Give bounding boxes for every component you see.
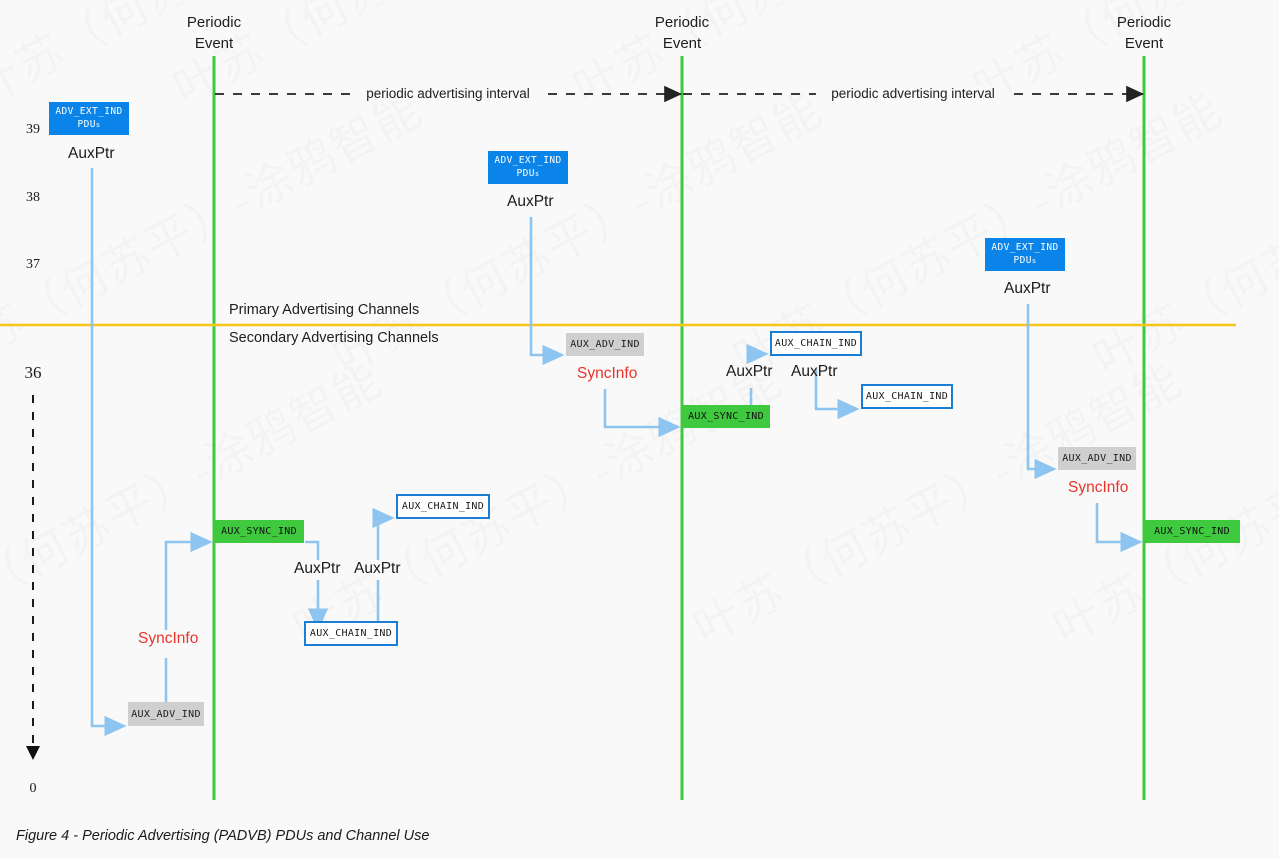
pdu-box-sublabel: PDUs — [1013, 254, 1037, 266]
annotation-syncinfo-3: SyncInfo — [1068, 479, 1129, 496]
periodic-event-label-line1: Periodic — [654, 14, 710, 31]
pdu-box-aux-adv-3[interactable]: AUX_ADV_IND — [1058, 446, 1136, 470]
channel-axis-tick-39: 39 — [26, 122, 40, 137]
pdu-box-label: AUX_CHAIN_IND — [774, 337, 858, 349]
connector-auxptr5-to-chain2 — [372, 507, 395, 560]
figure-caption: Figure 4 - Periodic Advertising (PADVB) … — [16, 828, 430, 844]
annotation-auxptr-1: AuxPtr — [68, 145, 115, 162]
pdu-box-aux-adv-1[interactable]: AUX_ADV_IND — [128, 702, 204, 726]
pdu-box-label: ADV_EXT_IND — [991, 241, 1059, 253]
pdu-box-label: ADV_EXT_IND — [55, 105, 123, 117]
pdu-box-label: AUX_SYNC_IND — [1154, 525, 1230, 537]
pdu-box-label: AUX_CHAIN_IND — [865, 390, 949, 402]
annotation-auxptr-2: AuxPtr — [507, 193, 554, 210]
connector-auxptr1-to-aux-adv1 — [90, 168, 127, 737]
connector-auxptr6-to-chain3 — [746, 343, 769, 365]
pdu-box-aux-chain-1[interactable]: AUX_CHAIN_IND — [304, 620, 398, 646]
pdu-box-aux-chain-4[interactable]: AUX_CHAIN_IND — [861, 383, 953, 409]
connector-auxptr3-to-aux-adv3 — [1026, 304, 1057, 480]
pdu-box-aux-sync-1[interactable]: AUX_SYNC_IND — [214, 519, 304, 543]
pdu-box-label: AUX_ADV_IND — [131, 708, 201, 720]
periodic-event-label-line1: Periodic — [186, 14, 242, 31]
annotation-syncinfo-2: SyncInfo — [577, 365, 638, 382]
connector-syncinfo3-to-aux-sync3 — [1095, 503, 1143, 553]
connector-auxptr2-to-aux-adv2 — [529, 217, 565, 366]
primary-advertising-channels-label: Primary Advertising Channels — [229, 302, 420, 318]
channel-axis-dashed — [26, 395, 40, 760]
periodic-event-lines — [212, 56, 1146, 800]
pdu-box-aux-sync-2[interactable]: AUX_SYNC_IND — [682, 404, 770, 428]
periodic-advertising-interval-label-2: periodic advertising interval — [824, 86, 1002, 101]
annotation-auxptr-3: AuxPtr — [1004, 280, 1051, 297]
pdu-box-aux-chain-3[interactable]: AUX_CHAIN_IND — [770, 330, 862, 356]
pdu-box-subscript: s — [95, 120, 101, 129]
annotation-auxptr-7: AuxPtr — [791, 363, 838, 380]
channel-axis-tick-0: 0 — [29, 781, 37, 796]
pdu-box-label: AUX_CHAIN_IND — [401, 500, 485, 512]
periodic-event-label-line2: Event — [662, 35, 702, 52]
annotation-auxptr-4: AuxPtr — [294, 560, 341, 577]
annotation-auxptr-6: AuxPtr — [726, 363, 773, 380]
annotation-auxptr-5: AuxPtr — [354, 560, 401, 577]
periodic-event-label-line2: Event — [194, 35, 234, 52]
periodic-event-label-line2: Event — [1124, 35, 1164, 52]
connector-auxptr7-to-chain4 — [814, 369, 860, 420]
pdu-box-label: AUX_SYNC_IND — [221, 525, 297, 537]
connector-auxsync1-auxptr-stub — [305, 540, 320, 560]
connector-syncinfo2-to-aux-sync2 — [603, 389, 681, 438]
periodic-advertising-interval-label-1: periodic advertising interval — [359, 86, 537, 101]
secondary-advertising-channels-label: Secondary Advertising Channels — [229, 330, 439, 346]
channel-axis-arrowhead — [26, 746, 40, 760]
channel-axis-tick-37: 37 — [26, 257, 40, 272]
pdu-box-aux-sync-3[interactable]: AUX_SYNC_IND — [1144, 519, 1240, 543]
annotation-syncinfo-1: SyncInfo — [138, 630, 199, 647]
pdu-box-aux-adv-2[interactable]: AUX_ADV_IND — [566, 332, 644, 356]
periodic-event-label-line1: Periodic — [1116, 14, 1172, 31]
pdu-box-aux-chain-2[interactable]: AUX_CHAIN_IND — [396, 493, 490, 519]
connector-layer — [90, 168, 1143, 737]
pdu-box-subscript: s — [1031, 256, 1037, 265]
pdu-box-label: AUX_CHAIN_IND — [309, 627, 393, 639]
pdu-box-label: AUX_ADV_IND — [570, 338, 640, 350]
channel-axis-tick-36: 36 — [24, 363, 42, 382]
channel-axis-tick-38: 38 — [26, 190, 40, 205]
connector-syncinfo1-to-aux-sync1 — [164, 531, 213, 630]
pdu-box-sublabel: PDUs — [516, 167, 540, 179]
pdu-box-label: AUX_SYNC_IND — [688, 410, 764, 422]
pdu-box-sublabel: PDUs — [77, 118, 101, 130]
pdu-box-label: ADV_EXT_IND — [494, 154, 562, 166]
pdu-box-subscript: s — [534, 169, 540, 178]
pdu-box-label: AUX_ADV_IND — [1062, 452, 1132, 464]
